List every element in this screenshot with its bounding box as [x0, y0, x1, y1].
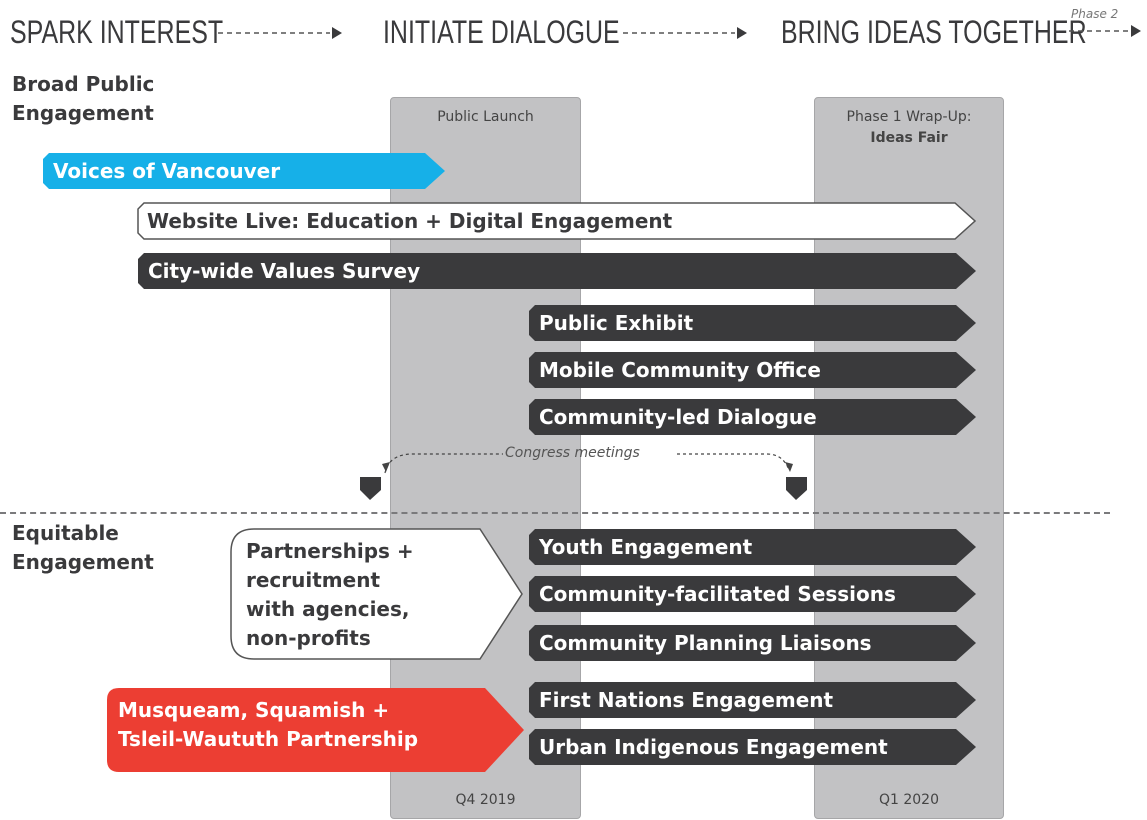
bar-first-nations-label: First Nations Engagement [539, 688, 834, 712]
nations-callout-shape [107, 688, 524, 772]
bar-public-exhibit: Public Exhibit [529, 305, 976, 341]
bar-website-live: Website Live: Education + Digital Engage… [137, 202, 976, 240]
phase-arrow-3 [1069, 25, 1141, 37]
bar-city-wide-values-survey: City-wide Values Survey [138, 253, 976, 289]
section-divider [0, 512, 1110, 514]
phase-spark-interest: SPARK INTEREST [10, 14, 224, 50]
bar-survey-label: City-wide Values Survey [148, 259, 421, 283]
phase-initiate-dialogue: INITIATE DIALOGUE [383, 14, 620, 50]
bar-website-outline [137, 202, 976, 240]
partnerships-line-1: Partnerships + [246, 539, 414, 563]
congress-marker-right-icon [786, 477, 807, 500]
nations-line-2: Tsleil-Waututh Partnership [118, 727, 419, 751]
bar-youth-engagement: Youth Engagement [529, 529, 976, 565]
bar-community-led-label: Community-led Dialogue [539, 405, 817, 429]
bar-mobile-label: Mobile Community Office [539, 358, 821, 382]
column-head-wrapup: Phase 1 Wrap-Up: [846, 109, 972, 125]
partnerships-line-2: recruitment [246, 568, 381, 592]
partnerships-line-4: non-profits [246, 626, 371, 650]
column-head-ideas-fair: Ideas Fair [870, 130, 948, 146]
phase-2-label: Phase 2 [1071, 7, 1119, 21]
section-broad-public-engagement: Broad Public Engagement [12, 70, 154, 128]
bar-voices-label: Voices of Vancouver [53, 159, 281, 183]
bar-community-facilitated-sessions: Community-facilitated Sessions [529, 576, 976, 612]
bar-community-led-dialogue: Community-led Dialogue [529, 399, 976, 435]
column-foot-q1-2020: Q1 2020 [878, 792, 939, 808]
phase-arrow-1 [218, 27, 342, 39]
phase-bring-ideas-together: BRING IDEAS TOGETHER [781, 14, 1087, 50]
partnerships-line-3: with agencies, [246, 597, 410, 621]
bar-urban-indigenous-engagement: Urban Indigenous Engagement [529, 729, 976, 765]
bar-youth-label: Youth Engagement [539, 535, 753, 559]
bar-exhibit-label: Public Exhibit [539, 311, 694, 335]
section-equitable-line-2: Engagement [12, 550, 154, 574]
column-foot-q4-2019: Q4 2019 [455, 792, 516, 808]
bar-mobile-community-office: Mobile Community Office [529, 352, 976, 388]
partnerships-callout-shape [230, 528, 523, 660]
section-equitable-engagement: Equitable Engagement [12, 519, 154, 577]
phase-arrow-2 [623, 27, 747, 39]
section-broad-line-2: Engagement [12, 101, 154, 125]
bar-voices-of-vancouver: Voices of Vancouver [43, 153, 445, 189]
bar-community-planning-liaisons: Community Planning Liaisons [529, 625, 976, 661]
bar-website-label: Website Live: Education + Digital Engage… [147, 209, 673, 233]
bar-facilitated-label: Community-facilitated Sessions [539, 582, 896, 606]
bar-first-nations-engagement: First Nations Engagement [529, 682, 976, 718]
section-equitable-line-1: Equitable [12, 521, 119, 545]
column-head-public-launch: Public Launch [437, 109, 534, 125]
partnerships-callout: Partnerships + recruitment with agencies… [246, 537, 414, 653]
congress-marker-left-icon [360, 477, 381, 500]
section-broad-line-1: Broad Public [12, 72, 155, 96]
nations-line-1: Musqueam, Squamish + [118, 698, 390, 722]
bar-urban-label: Urban Indigenous Engagement [539, 735, 888, 759]
bar-liaisons-label: Community Planning Liaisons [539, 631, 872, 655]
congress-meetings-label: Congress meetings [505, 445, 640, 461]
congress-connector [360, 453, 807, 500]
nations-partnership-callout: Musqueam, Squamish + Tsleil-Waututh Part… [118, 696, 418, 754]
